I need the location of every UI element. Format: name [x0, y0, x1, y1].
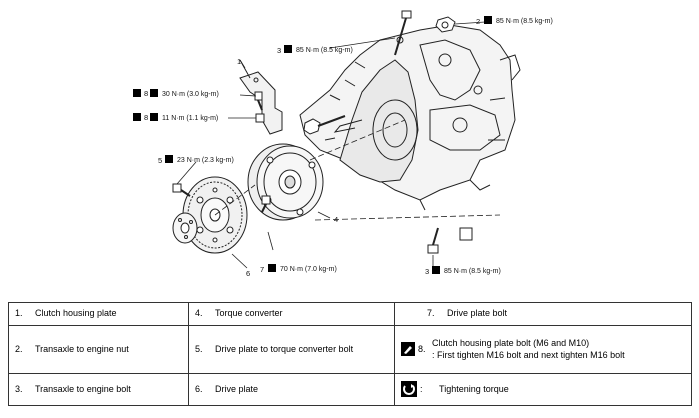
- exploded-assembly-diagram: 2 85 N·m (8.5 kg-m) 3 85 N·m (8.5 kg-m) …: [133, 10, 553, 278]
- legend-item-3: 3.Transaxle to engine bolt: [8, 372, 189, 407]
- svg-text:8: 8: [144, 89, 148, 98]
- legend-item-2: 2.Transaxle to engine nut: [8, 324, 189, 374]
- svg-text:2: 2: [476, 17, 480, 26]
- bolt-order-icon: [133, 89, 141, 97]
- svg-text:8: 8: [144, 113, 148, 122]
- callout-2: 2 85 N·m (8.5 kg-m): [476, 16, 553, 26]
- torque-converter: [247, 143, 324, 221]
- callout-1: 1: [237, 57, 241, 66]
- legend-item-1: 1.Clutch housing plate: [8, 302, 189, 326]
- svg-text:7: 7: [260, 265, 264, 274]
- tightening-torque-icon: [432, 266, 440, 274]
- callout-6: 6: [246, 269, 250, 278]
- legend-row: 3.Transaxle to engine bolt 6.Drive plate…: [8, 372, 692, 407]
- legend-item-4: 4.Torque converter: [188, 302, 395, 326]
- callout-5: 5 23 N·m (2.3 kg-m): [158, 155, 234, 165]
- callout-3-top: 3 85 N·m (8.5 kg-m): [277, 45, 353, 55]
- svg-text:85 N·m (8.5 kg-m): 85 N·m (8.5 kg-m): [444, 268, 501, 275]
- transaxle-bolt-top: [394, 10, 412, 56]
- legend-row: 1.Clutch housing plate 4.Torque converte…: [8, 302, 692, 326]
- tightening-torque-icon: [401, 381, 417, 398]
- svg-text:3: 3: [425, 267, 429, 276]
- callout-8-upper: 8 30 N·m (3.0 kg-m): [133, 89, 219, 98]
- leader-lines: [176, 21, 501, 269]
- legend-item-torque: : Tightening torque: [394, 372, 692, 407]
- svg-text:3: 3: [277, 46, 281, 55]
- parts-legend-table: 1.Clutch housing plate 4.Torque converte…: [8, 302, 692, 407]
- svg-text:11 N·m (1.1 kg-m): 11 N·m (1.1 kg-m): [162, 115, 218, 122]
- callout-8-lower: 8 11 N·m (1.1 kg-m): [133, 113, 218, 122]
- legend-item-5: 5.Drive plate to torque converter bolt: [188, 324, 395, 374]
- legend-item-7: 7.Drive plate bolt: [394, 302, 692, 326]
- tightening-torque-icon: [268, 264, 276, 272]
- svg-text:23 N·m (2.3 kg-m): 23 N·m (2.3 kg-m): [177, 157, 234, 164]
- svg-text:5: 5: [158, 156, 162, 165]
- tightening-torque-icon: [150, 113, 158, 121]
- tightening-torque-icon: [150, 89, 158, 97]
- callout-4: 4: [334, 215, 338, 224]
- transaxle-bolt-bottom: [427, 227, 473, 254]
- svg-text:70 N·m (7.0 kg-m): 70 N·m (7.0 kg-m): [280, 266, 337, 273]
- legend-item-8: 8. Clutch housing plate bolt (M6 and M10…: [394, 324, 692, 374]
- svg-text:85 N·m (8.5 kg-m): 85 N·m (8.5 kg-m): [296, 47, 353, 54]
- transaxle-case: [299, 24, 521, 211]
- callout-3-bottom: 3 85 N·m (8.5 kg-m): [425, 266, 501, 276]
- transaxle-bolt-left: [303, 115, 346, 135]
- svg-text:30 N·m (3.0 kg-m): 30 N·m (3.0 kg-m): [162, 91, 219, 98]
- spacer-plate: [172, 212, 198, 244]
- tightening-torque-icon: [484, 16, 492, 24]
- bolt-order-icon: [401, 342, 415, 357]
- svg-text:85 N·m (8.5 kg-m): 85 N·m (8.5 kg-m): [496, 18, 553, 25]
- bolt-order-icon: [133, 113, 141, 121]
- tightening-torque-icon: [165, 155, 173, 163]
- callout-7: 7 70 N·m (7.0 kg-m): [260, 264, 337, 274]
- legend-item-6: 6.Drive plate: [188, 372, 395, 407]
- drive-plate-bolts: [172, 183, 271, 213]
- tightening-torque-icon: [284, 45, 292, 53]
- legend-row: 2.Transaxle to engine nut 5.Drive plate …: [8, 324, 692, 374]
- transaxle-nut: [435, 16, 456, 33]
